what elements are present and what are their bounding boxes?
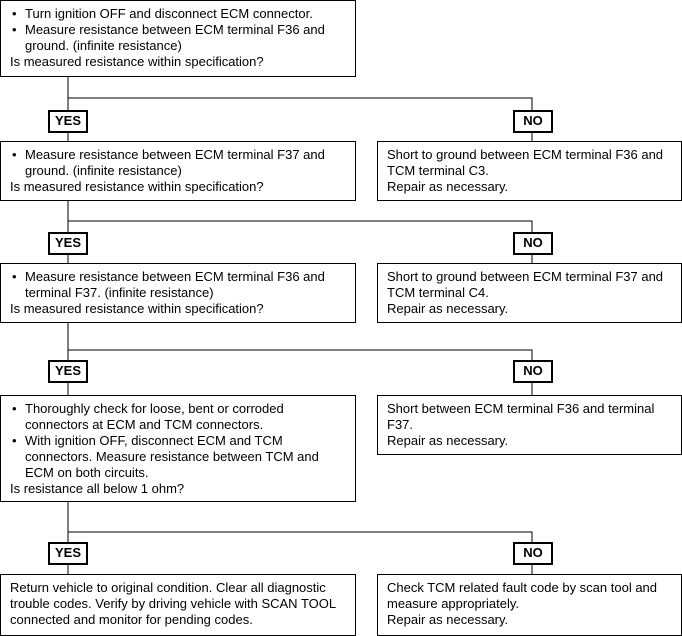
step-1-no-action: Repair as necessary. — [387, 179, 509, 194]
step-1-no-label: NO — [513, 110, 553, 133]
step-3-no-result-box: Short between ECM terminal F36 and termi… — [377, 395, 682, 455]
step-1-bullet-2: Measure resistance between ECM terminal … — [10, 22, 346, 54]
step-2-yes-label: YES — [48, 232, 88, 255]
step-4-bullet-2: With ignition OFF, disconnect ECM and TC… — [10, 433, 346, 481]
step-2-box: Measure resistance between ECM terminal … — [0, 141, 356, 201]
step-1-no-result: Short to ground between ECM terminal F36… — [387, 147, 664, 178]
step-2-no-result: Short to ground between ECM terminal F37… — [387, 269, 664, 300]
step-2-question: Is measured resistance within specificat… — [10, 179, 264, 194]
step-3-yes-label: YES — [48, 360, 88, 383]
final-no-box: Check TCM related fault code by scan too… — [377, 574, 682, 636]
step-4-no-label: NO — [513, 542, 553, 565]
step-4-yes-label: YES — [48, 542, 88, 565]
final-no-action: Repair as necessary. — [387, 612, 509, 627]
step-1-bullet-1: Turn ignition OFF and disconnect ECM con… — [10, 6, 346, 22]
step-3-no-label: NO — [513, 360, 553, 383]
final-yes-text: Return vehicle to original condition. Cl… — [10, 580, 336, 627]
step-2-no-label: NO — [513, 232, 553, 255]
step-1-yes-label: YES — [48, 110, 88, 133]
step-3-box: Measure resistance between ECM terminal … — [0, 263, 356, 323]
final-yes-box: Return vehicle to original condition. Cl… — [0, 574, 356, 636]
step-3-bullet-1: Measure resistance between ECM terminal … — [10, 269, 346, 301]
step-4-bullet-1: Thoroughly check for loose, bent or corr… — [10, 401, 346, 433]
step-3-question: Is measured resistance within specificat… — [10, 301, 264, 316]
final-no-text: Check TCM related fault code by scan too… — [387, 580, 658, 611]
step-4-box: Thoroughly check for loose, bent or corr… — [0, 395, 356, 502]
step-1-no-result-box: Short to ground between ECM terminal F36… — [377, 141, 682, 201]
step-2-no-result-box: Short to ground between ECM terminal F37… — [377, 263, 682, 323]
step-1-question: Is measured resistance within specificat… — [10, 54, 264, 69]
step-4-question: Is resistance all below 1 ohm? — [10, 481, 185, 496]
step-2-no-action: Repair as necessary. — [387, 301, 509, 316]
step-3-no-result: Short between ECM terminal F36 and termi… — [387, 401, 655, 432]
step-3-no-action: Repair as necessary. — [387, 433, 509, 448]
step-1-box: Turn ignition OFF and disconnect ECM con… — [0, 0, 356, 77]
step-2-bullet-1: Measure resistance between ECM terminal … — [10, 147, 346, 179]
